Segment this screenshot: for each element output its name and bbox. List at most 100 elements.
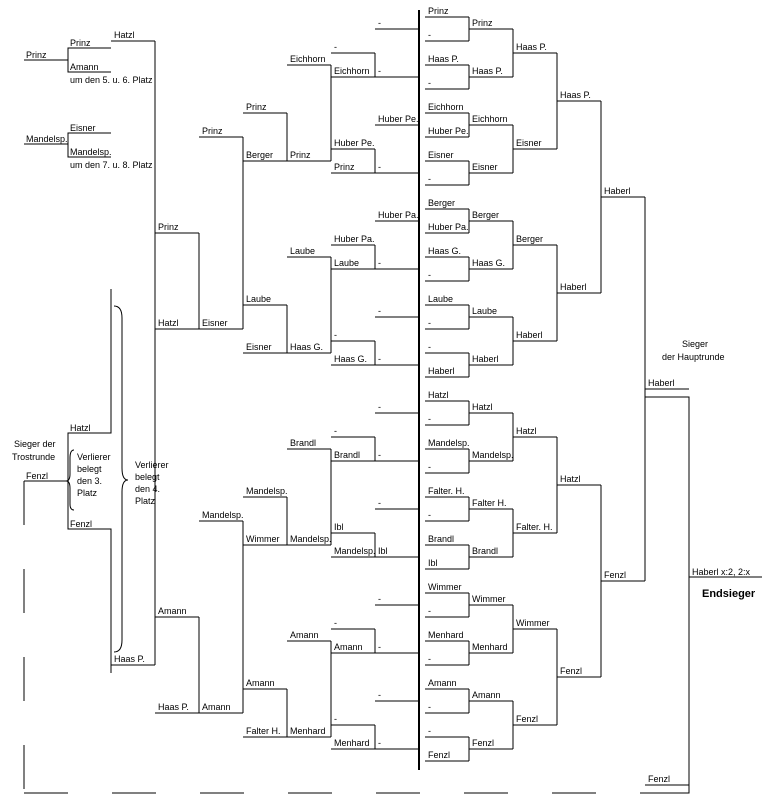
loser-slot-label: Hatzl: [114, 30, 135, 40]
loser-slot-label: Prinz: [202, 126, 223, 136]
main-slot-label: Huber Pe.: [428, 126, 469, 136]
main-slot-label: Berger: [472, 210, 499, 220]
main-slot-label: Wimmer: [428, 582, 462, 592]
fifth-place-bottom: Amann: [70, 62, 99, 72]
main-slot-label: Haas P.: [472, 66, 503, 76]
loser-slot-label: Amann: [246, 678, 275, 688]
main-slot-label: Haberl: [516, 330, 543, 340]
main-slot-label: Hatzl: [472, 402, 493, 412]
trost-winner-label-2: Trostrunde: [12, 452, 55, 462]
seventh-place-bottom: Mandelsp.: [70, 147, 112, 157]
loser-slot-label: -: [334, 426, 337, 436]
loser-slot-label: -: [378, 450, 381, 460]
fifth-place-bracket: [67, 47, 111, 73]
loser-slot-label: -: [378, 18, 381, 28]
main-winner-label-2: der Hauptrunde: [662, 352, 725, 362]
main-slot-label: Fenzl: [604, 570, 626, 580]
main-slot-label: Haas G.: [472, 258, 505, 268]
main-slot-label: -: [428, 174, 431, 184]
main-slot-label: Amann: [472, 690, 501, 700]
main-slot-label: -: [428, 342, 431, 352]
main-slot-label: -: [428, 654, 431, 664]
main-slot-label: Haberl: [472, 354, 499, 364]
loser-slot-label: Brandl: [334, 450, 360, 460]
seventh-place-note: um den 7. u. 8. Platz: [70, 160, 153, 170]
main-slot-label: -: [428, 702, 431, 712]
fifth-place-feed: Prinz: [26, 50, 47, 60]
loser-slot-label: -: [334, 714, 337, 724]
loser-slot-label: -: [378, 738, 381, 748]
loser-slot-label: Huber Pe.: [378, 114, 419, 124]
trost-winner-name: Fenzl: [26, 471, 48, 481]
loser-slot-label: Haas G.: [334, 354, 367, 364]
loser-slot-label: -: [378, 594, 381, 604]
main-slot-label: -: [428, 606, 431, 616]
main-slot-label: Falter. H.: [516, 522, 553, 532]
loser-slot-label: Mandelsp.: [202, 510, 244, 520]
loser-slot-label: -: [334, 618, 337, 628]
main-slot-label: Ibl: [428, 558, 438, 568]
fifth-place-top: Prinz: [70, 38, 91, 48]
main-slot-label: -: [428, 30, 431, 40]
fourth-place-note-1: Verlierer: [135, 460, 169, 470]
trost-winner-label-1: Sieger der: [14, 439, 56, 449]
third-place-note-4: Platz: [77, 488, 98, 498]
loser-slot-label: Prinz: [290, 150, 311, 160]
loser-slot-label: Huber Pe.: [334, 138, 375, 148]
fourth-place-note-3: den 4.: [135, 484, 160, 494]
loser-slot-label: -: [378, 162, 381, 172]
main-slot-label: Haberl: [560, 282, 587, 292]
main-slot-label: Laube: [428, 294, 453, 304]
loser-slot-label: Amann: [158, 606, 187, 616]
main-slot-label: Eichhorn: [428, 102, 464, 112]
loser-slot-label: Haas P.: [158, 702, 189, 712]
loser-slot-label: -: [378, 642, 381, 652]
grand-final-result: Haberl x:2, 2:x: [692, 567, 751, 577]
loser-slot-label: Prinz: [334, 162, 355, 172]
loser-slot-label: -: [378, 306, 381, 316]
main-slot-label: -: [428, 78, 431, 88]
loser-slot-label: Prinz: [246, 102, 267, 112]
endsieger-title: Endsieger: [702, 588, 756, 600]
third-place-note-3: den 3.: [77, 476, 102, 486]
main-slot-label: -: [428, 318, 431, 328]
trost-final-top: Hatzl: [70, 423, 91, 433]
loser-slot-label: Laube: [290, 246, 315, 256]
loser-slot-label: Mandelsp.: [334, 546, 376, 556]
third-place-brace: [65, 449, 75, 511]
grand-final-bracket: [645, 396, 690, 794]
main-slot-label: Fenzl: [648, 774, 670, 784]
third-place-note-1: Verlierer: [77, 452, 111, 462]
main-slot-label: Fenzl: [560, 666, 582, 676]
seventh-place-bracket: [67, 132, 111, 158]
main-slot-label: Haas P.: [516, 42, 547, 52]
loser-slot-label: Falter H.: [246, 726, 281, 736]
loser-slot-label: Berger: [246, 150, 273, 160]
main-slot-label: Mandelsp.: [428, 438, 470, 448]
main-slot-label: Menhard: [428, 630, 464, 640]
main-slot-label: Brandl: [428, 534, 454, 544]
main-slot-label: Haas P.: [560, 90, 591, 100]
loser-slot-label: Wimmer: [246, 534, 280, 544]
main-slot-label: -: [428, 510, 431, 520]
loser-slot-label: Brandl: [290, 438, 316, 448]
main-slot-label: Eichhorn: [472, 114, 508, 124]
fourth-place-brace: [113, 305, 129, 653]
main-slot-label: Amann: [428, 678, 457, 688]
loser-slot-label: Amann: [202, 702, 231, 712]
seventh-place-feed: Mandelsp.: [26, 134, 68, 144]
main-slot-label: Fenzl: [428, 750, 450, 760]
loser-slot-label: -: [378, 498, 381, 508]
main-slot-label: Prinz: [428, 6, 449, 16]
loser-slot-label: Amann: [334, 642, 363, 652]
fourth-place-note-4: Platz: [135, 496, 156, 506]
loser-slot-label: Mandelsp.: [246, 486, 288, 496]
main-slot-label: Brandl: [472, 546, 498, 556]
loser-slot-label: -: [378, 66, 381, 76]
seventh-place-top: Eisner: [70, 123, 96, 133]
main-slot-label: Laube: [472, 306, 497, 316]
loser-slot-label: -: [378, 258, 381, 268]
main-slot-label: -: [428, 462, 431, 472]
